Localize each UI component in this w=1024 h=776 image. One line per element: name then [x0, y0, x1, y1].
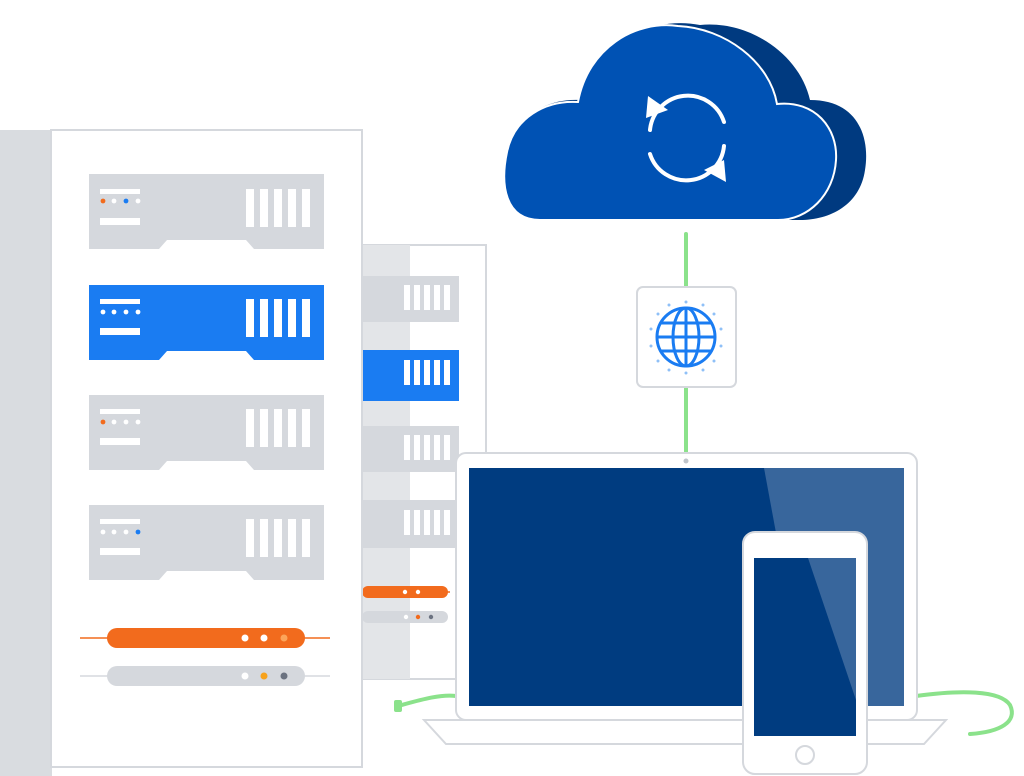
sync-cloud-icon: [503, 23, 867, 221]
server-unit: [89, 395, 324, 470]
phone-home-button: [795, 745, 815, 765]
front-server-rack: [0, 129, 363, 776]
back-server-rack: [357, 244, 487, 680]
back-server-unit: [362, 426, 459, 472]
server-unit: [89, 505, 324, 580]
globe-icon: [655, 306, 717, 368]
back-server-unit: [362, 276, 459, 322]
server-unit: [89, 174, 324, 249]
back-server-unit-active: [362, 350, 459, 401]
phone-screen: [754, 558, 856, 736]
status-bar-gray: [80, 666, 330, 686]
network-cable: [396, 232, 1014, 736]
back-server-unit: [362, 500, 459, 548]
back-status-bar-orange: [362, 586, 450, 598]
status-bar-orange: [80, 628, 330, 648]
sync-arrows-icon: [648, 93, 726, 183]
server-unit-active: [89, 285, 324, 360]
globe-sparkle-dots: [649, 300, 723, 375]
cable-plug: [394, 700, 402, 712]
back-status-bar-gray: [362, 611, 448, 623]
smartphone-icon: [742, 531, 868, 775]
network-globe-node: [636, 286, 737, 388]
